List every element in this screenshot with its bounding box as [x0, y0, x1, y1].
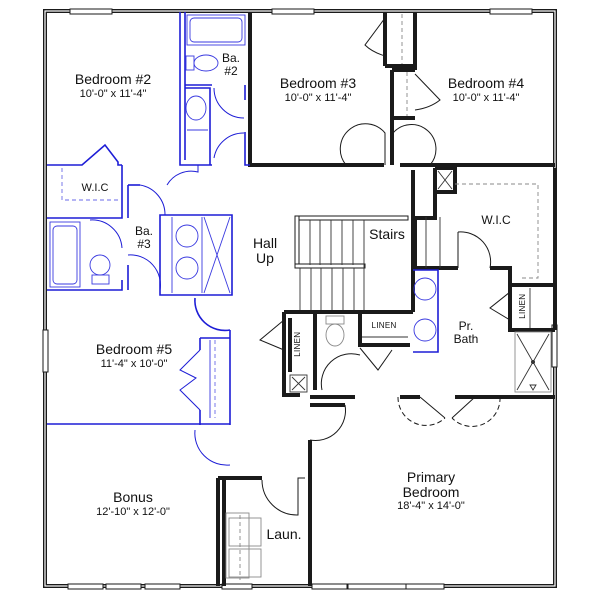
room-dims-bedroom-5: 11'-4" x 10'-0" — [100, 358, 168, 370]
room-label-bedroom-4: Bedroom #4 — [447, 75, 525, 91]
hall-line2: Up — [256, 249, 274, 266]
bath-3-line2: #3 — [137, 236, 151, 251]
room-label-bonus: Bonus — [113, 489, 153, 505]
room-label-primary-bath: Pr. Bath — [454, 320, 479, 345]
room-label-wic-primary: W.I.C — [481, 213, 511, 227]
pr-bath-line2: Bath — [453, 331, 479, 346]
primary-line2: Bedroom — [402, 483, 460, 500]
linen-closet-center: LINEN — [371, 321, 397, 330]
room-dims-bedroom-3: 10'-0" x 11'-4" — [284, 92, 352, 104]
hall-line1: Hall — [252, 235, 278, 251]
laundry-walls — [216, 440, 312, 586]
bath-2-line2: #2 — [224, 63, 238, 78]
room-label-bedroom-2: Bedroom #2 — [74, 71, 152, 87]
room-label-bath-2: Ba. #2 — [222, 52, 240, 77]
room-label-wic-left: W.I.C — [81, 182, 109, 194]
linen-closet-primary: LINEN — [517, 293, 527, 319]
room-label-primary-bedroom: Primary Bedroom — [403, 470, 460, 499]
room-label-laundry: Laun. — [266, 526, 302, 542]
room-dims-primary-bedroom: 18'-4" x 14'-0" — [397, 500, 465, 512]
room-label-hall: Hall Up — [253, 236, 277, 265]
center-core — [259, 312, 555, 441]
room-label-bath-3: Ba. #3 — [135, 225, 153, 250]
pr-bath-line1: Pr. — [458, 319, 474, 333]
linen-closet-hall: LINEN — [292, 331, 302, 357]
room-label-bedroom-3: Bedroom #3 — [279, 75, 357, 91]
room-dims-bedroom-2: 10'-0" x 11'-4" — [79, 88, 147, 100]
room-dims-bedroom-4: 10'-0" x 11'-4" — [452, 92, 520, 104]
blue-suite-walls — [47, 12, 250, 466]
room-label-bedroom-5: Bedroom #5 — [95, 341, 173, 357]
room-dims-bonus: 12'-10" x 12'-0" — [96, 506, 170, 518]
stairs — [284, 170, 441, 353]
bath-2-line1: Ba. — [221, 51, 241, 65]
room-label-stairs: Stairs — [369, 226, 405, 242]
bath-3-line1: Ba. — [134, 224, 154, 238]
windows — [42, 8, 558, 590]
primary-line1: Primary — [406, 469, 456, 485]
